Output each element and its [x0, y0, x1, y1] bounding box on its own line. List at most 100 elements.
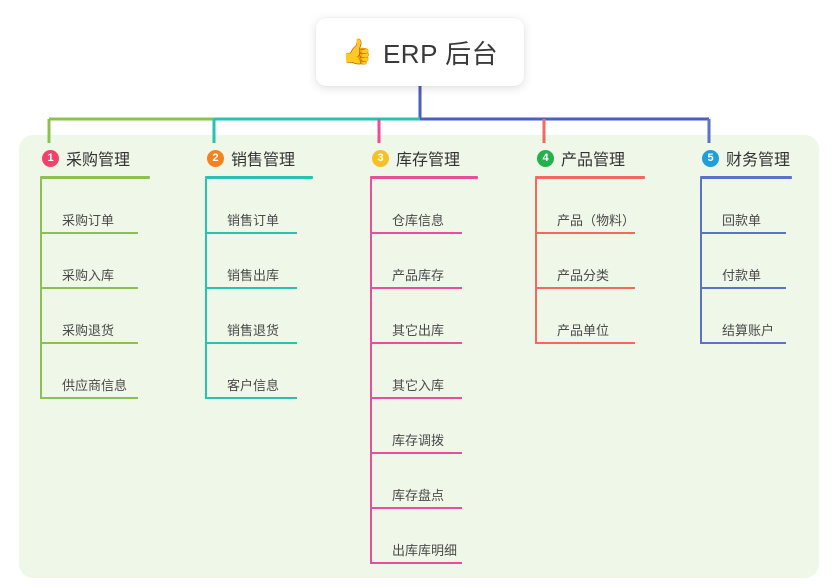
branch-column-1: 1 采购管理采购订单采购入库采购退货供应商信息: [40, 145, 150, 399]
leaf-label: 产品库存: [392, 268, 445, 283]
leaf-underline: [700, 287, 786, 289]
leaf-item[interactable]: 产品（物料）: [535, 179, 645, 234]
leaf-label: 其它入库: [392, 378, 445, 393]
branch-underline-5: [700, 176, 792, 179]
leaf-item[interactable]: 仓库信息: [370, 179, 478, 234]
leaf-item[interactable]: 采购入库: [40, 234, 150, 289]
leaf-label: 采购入库: [62, 268, 115, 283]
root-title: ERP 后台: [382, 38, 499, 69]
leaf-underline: [40, 232, 138, 234]
leaf-item[interactable]: 产品分类: [535, 234, 645, 289]
branch-header-3[interactable]: 3 库存管理: [370, 145, 478, 171]
leaf-item[interactable]: 客户信息: [205, 344, 313, 399]
branch-badge-2: 2: [207, 149, 224, 167]
branch-items-2: 销售订单销售出库销售退货客户信息: [205, 179, 313, 399]
leaf-underline: [40, 397, 138, 399]
leaf-item[interactable]: 出库库明细: [370, 509, 478, 564]
leaf-underline: [370, 397, 462, 399]
diagram-canvas: [19, 135, 819, 578]
leaf-label: 结算账户: [722, 323, 775, 338]
branch-title-4: 产品管理: [561, 152, 626, 169]
leaf-label: 销售订单: [227, 213, 280, 228]
leaf-label: 库存调拨: [392, 433, 445, 448]
thumbs-up-icon: 👍: [341, 37, 373, 66]
leaf-underline: [370, 562, 462, 564]
branch-spine-2: [205, 179, 207, 399]
leaf-item[interactable]: 回款单: [700, 179, 792, 234]
branch-column-5: 5 财务管理回款单付款单结算账户: [700, 145, 792, 344]
leaf-item[interactable]: 供应商信息: [40, 344, 150, 399]
leaf-label: 回款单: [722, 213, 762, 228]
leaf-item[interactable]: 结算账户: [700, 289, 792, 344]
leaf-item[interactable]: 其它入库: [370, 344, 478, 399]
leaf-label: 供应商信息: [62, 378, 128, 393]
leaf-underline: [205, 287, 297, 289]
leaf-underline: [370, 342, 462, 344]
branch-items-3: 仓库信息产品库存其它出库其它入库库存调拨库存盘点出库库明细: [370, 179, 478, 564]
leaf-item[interactable]: 库存盘点: [370, 454, 478, 509]
branch-spine-5: [700, 179, 702, 344]
leaf-underline: [700, 342, 786, 344]
branch-column-4: 4 产品管理产品（物料） 产品分类产品单位: [535, 145, 645, 344]
branch-underline-3: [370, 176, 478, 179]
branch-items-4: 产品（物料） 产品分类产品单位: [535, 179, 645, 344]
leaf-underline: [370, 232, 462, 234]
branch-header-4[interactable]: 4 产品管理: [535, 145, 645, 171]
leaf-item[interactable]: 销售订单: [205, 179, 313, 234]
branch-badge-1: 1: [42, 149, 59, 167]
leaf-item[interactable]: 销售出库: [205, 234, 313, 289]
leaf-underline: [535, 342, 635, 344]
branch-title-1: 采购管理: [66, 152, 131, 169]
leaf-item[interactable]: 其它出库: [370, 289, 478, 344]
leaf-underline: [205, 342, 297, 344]
branch-title-3: 库存管理: [396, 152, 461, 169]
branch-badge-5: 5: [702, 149, 719, 167]
branch-spine-1: [40, 179, 42, 399]
leaf-underline: [205, 397, 297, 399]
root-node[interactable]: 👍 ERP 后台: [316, 18, 524, 86]
branch-badge-3: 3: [372, 149, 389, 167]
branch-title-5: 财务管理: [726, 152, 791, 169]
leaf-label: 仓库信息: [392, 213, 445, 228]
branch-underline-4: [535, 176, 645, 179]
branch-badge-4: 4: [537, 149, 554, 167]
leaf-underline: [40, 287, 138, 289]
leaf-label: 销售退货: [227, 323, 280, 338]
leaf-item[interactable]: 采购订单: [40, 179, 150, 234]
branch-spine-4: [535, 179, 537, 344]
branch-underline-1: [40, 176, 150, 179]
branch-underline-2: [205, 176, 313, 179]
leaf-item[interactable]: 销售退货: [205, 289, 313, 344]
branch-column-2: 2 销售管理销售订单销售出库销售退货客户信息: [205, 145, 313, 399]
leaf-label: 库存盘点: [392, 488, 445, 503]
leaf-underline: [205, 232, 297, 234]
leaf-underline: [370, 287, 462, 289]
branch-title-2: 销售管理: [231, 152, 296, 169]
leaf-item[interactable]: 采购退货: [40, 289, 150, 344]
branch-header-1[interactable]: 1 采购管理: [40, 145, 150, 171]
branch-header-5[interactable]: 5 财务管理: [700, 145, 792, 171]
branch-items-1: 采购订单采购入库采购退货供应商信息: [40, 179, 150, 399]
leaf-underline: [40, 342, 138, 344]
leaf-label: 采购退货: [62, 323, 115, 338]
leaf-underline: [700, 232, 786, 234]
leaf-item[interactable]: 产品单位: [535, 289, 645, 344]
leaf-item[interactable]: 付款单: [700, 234, 792, 289]
branch-spine-3: [370, 179, 372, 564]
branch-header-2[interactable]: 2 销售管理: [205, 145, 313, 171]
leaf-underline: [535, 232, 635, 234]
leaf-underline: [370, 507, 462, 509]
leaf-underline: [370, 452, 462, 454]
leaf-underline: [535, 287, 635, 289]
leaf-label: 采购订单: [62, 213, 115, 228]
leaf-item[interactable]: 产品库存: [370, 234, 478, 289]
branch-column-3: 3 库存管理仓库信息产品库存其它出库其它入库库存调拨库存盘点出库库明细: [370, 145, 478, 564]
leaf-label: 出库库明细: [392, 543, 458, 558]
leaf-label: 销售出库: [227, 268, 280, 283]
leaf-label: 产品（物料）: [557, 213, 636, 228]
leaf-label: 其它出库: [392, 323, 445, 338]
leaf-label: 产品分类: [557, 268, 610, 283]
leaf-label: 客户信息: [227, 378, 280, 393]
leaf-label: 付款单: [722, 268, 762, 283]
leaf-item[interactable]: 库存调拨: [370, 399, 478, 454]
